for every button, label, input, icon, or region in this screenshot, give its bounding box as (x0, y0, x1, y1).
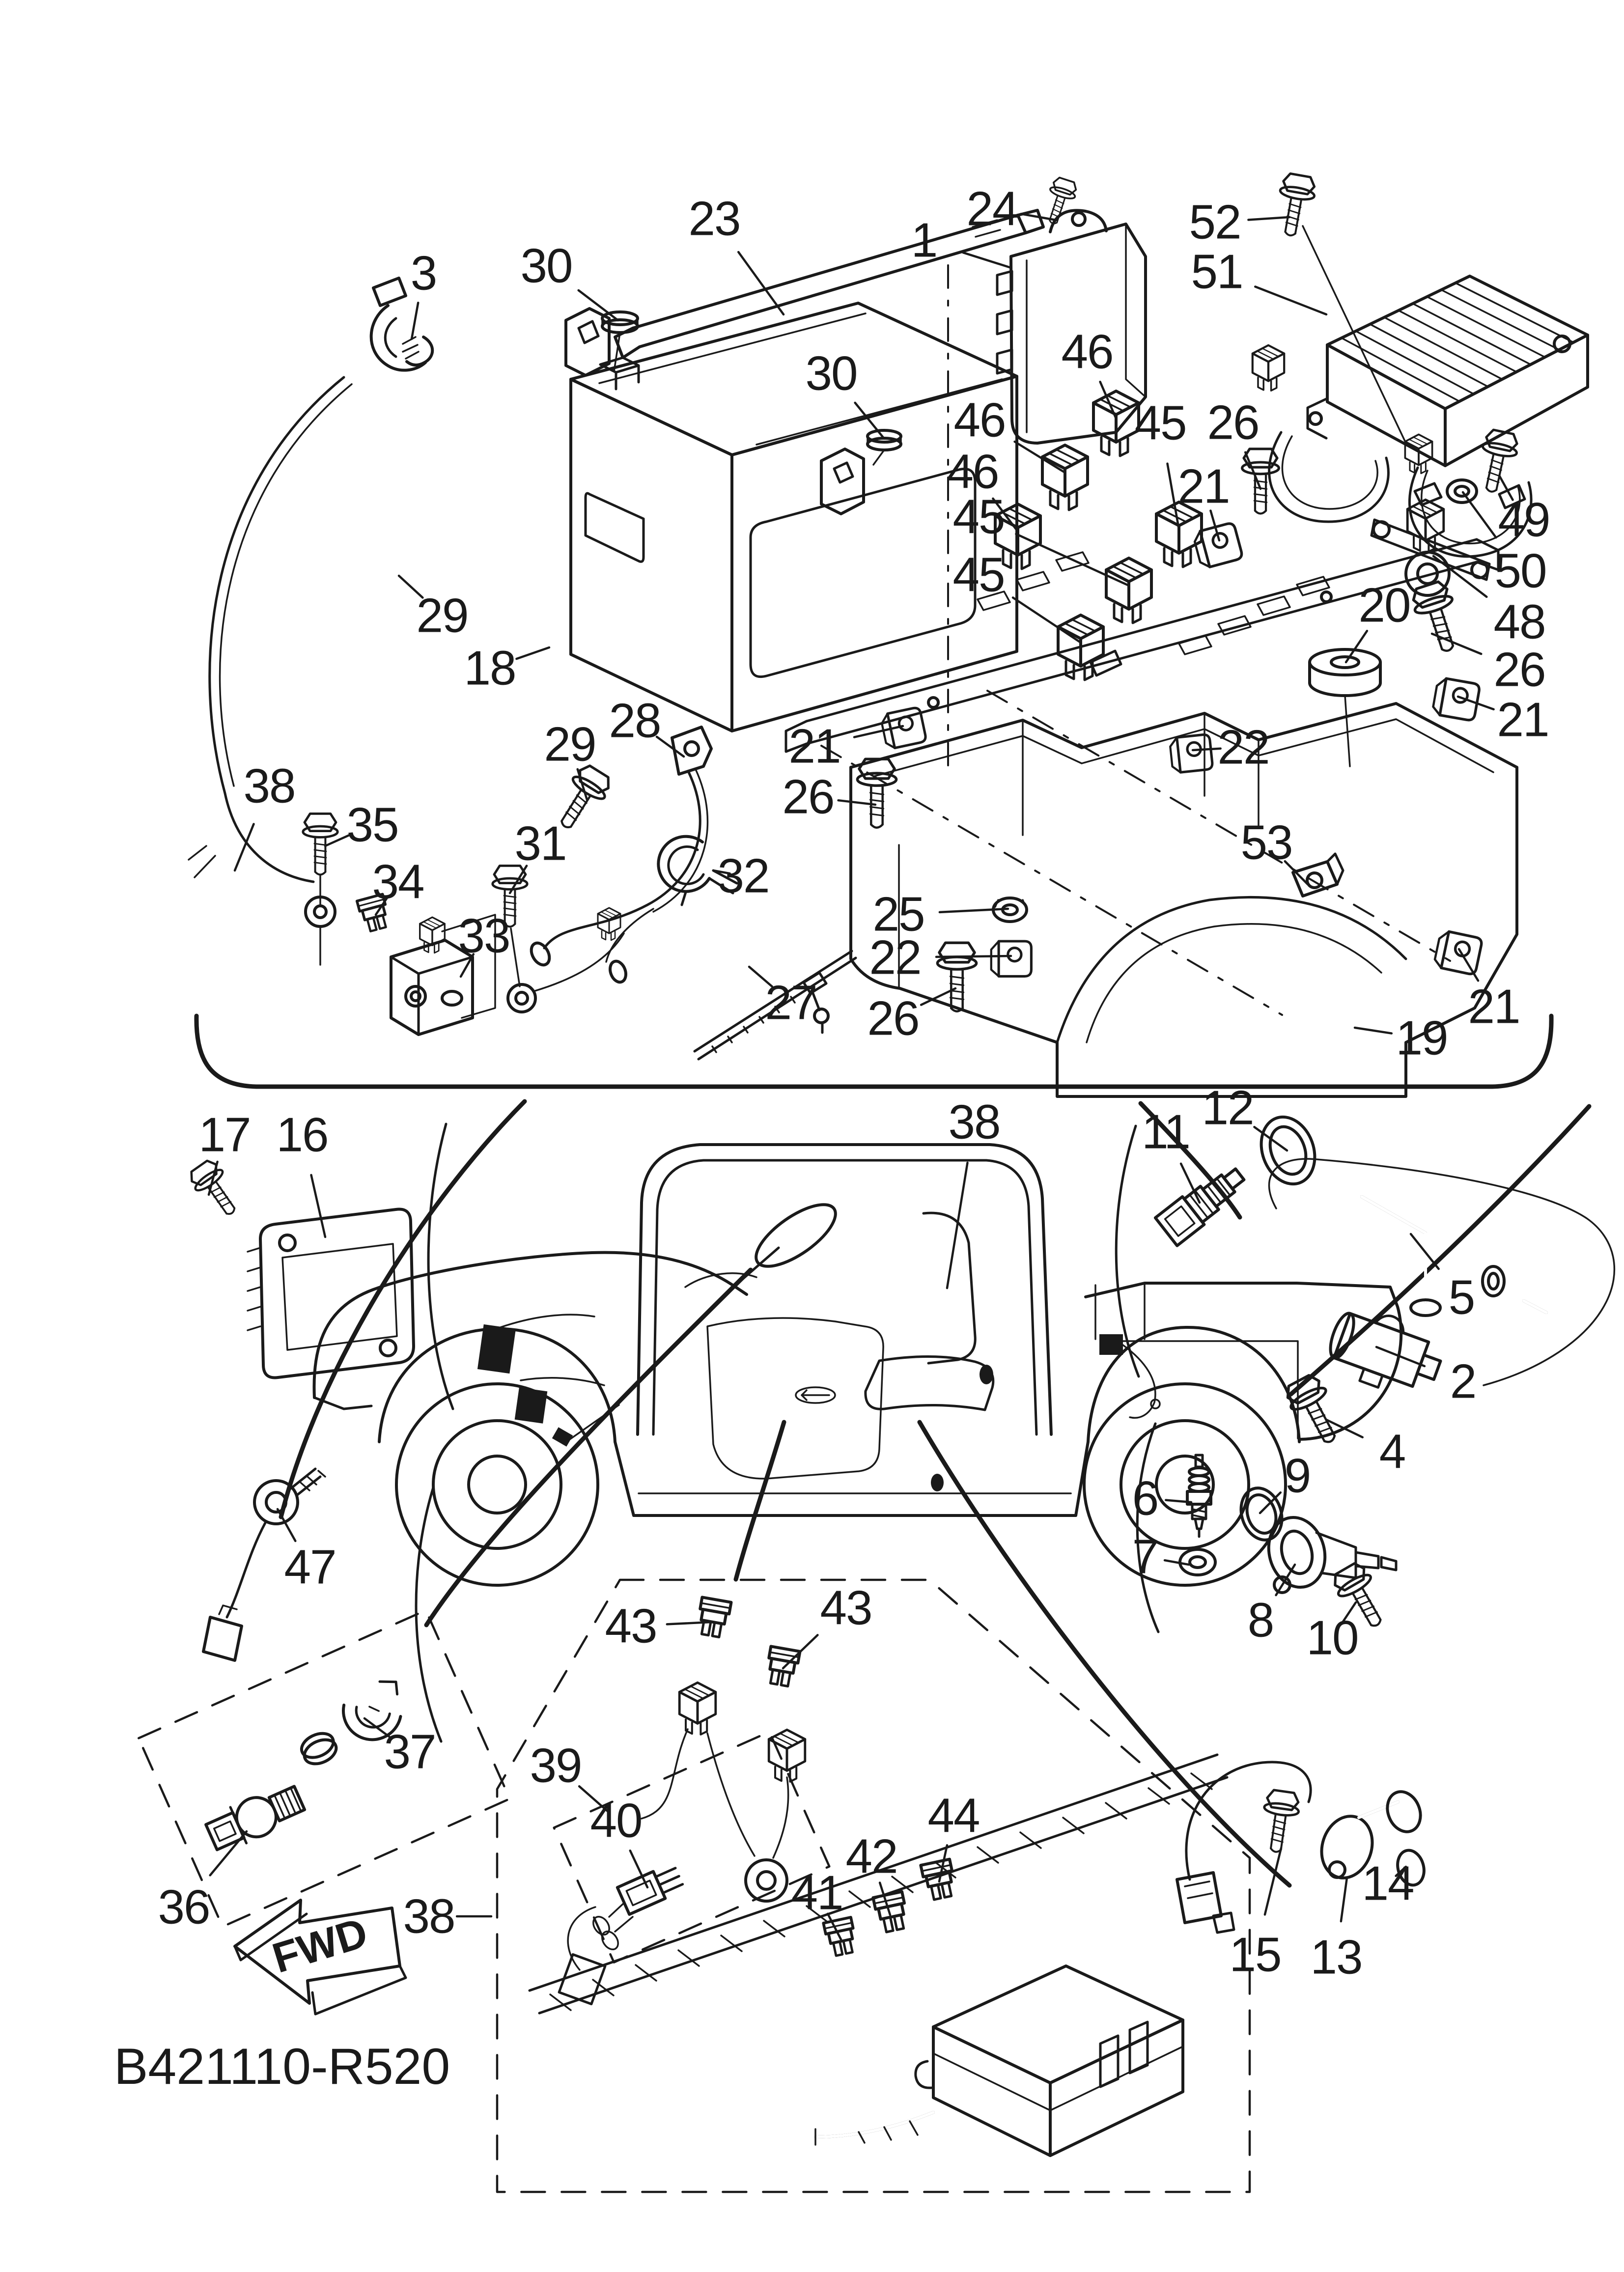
leader-35-27 (324, 833, 353, 847)
leader-40-61 (629, 1849, 649, 1889)
harness-box-group (528, 1597, 1229, 2157)
leader-10-55 (1342, 1601, 1357, 1623)
battery-assembly (564, 209, 1045, 732)
leader-33-31 (459, 953, 475, 978)
leader-15-66 (1263, 1847, 1283, 1916)
leader-22-35 (935, 954, 1012, 958)
leader-46-7 (1099, 380, 1118, 420)
leader-45-15 (1011, 596, 1082, 644)
leader-11-46 (1179, 1162, 1201, 1204)
leader-14-68 (1395, 1865, 1407, 1877)
leader-12-45 (1253, 1125, 1288, 1152)
leader-45-10 (1166, 462, 1180, 531)
leader-38-44 (946, 1161, 969, 1290)
leader-39-60 (578, 1785, 610, 1813)
leader-21-21 (1456, 695, 1495, 711)
leader-43-58 (666, 1621, 713, 1626)
leader-50-17 (1461, 491, 1497, 539)
leader-28-24 (655, 735, 685, 758)
leader-6-51 (1165, 1499, 1193, 1504)
battery-cables-group (493, 726, 857, 1061)
leader-4-49 (1325, 1418, 1364, 1438)
leader-48-18 (1432, 555, 1488, 598)
leader-3-0 (410, 302, 420, 340)
leader-43-59 (782, 1634, 819, 1670)
leader-8-54 (1275, 1563, 1296, 1597)
leader-21-40 (1457, 948, 1480, 982)
vehicle-illustration (312, 1143, 1403, 1587)
leader-26-11 (1244, 451, 1262, 490)
leader-21-32 (853, 725, 904, 738)
section-separators (194, 264, 1592, 1888)
controller-unit-51 (1253, 172, 1589, 558)
leader-51-6 (1254, 285, 1328, 316)
rectifier-group (186, 1157, 415, 1662)
leader-5-47 (1409, 1233, 1440, 1270)
leader-36-57 (209, 1830, 248, 1877)
leader-32-30 (712, 869, 731, 875)
part-code: B421110-R520 (114, 2038, 450, 2095)
leader-44-63 (938, 1844, 949, 1883)
battery-tray-assembly (784, 428, 1520, 1098)
dashed-boxes (138, 1578, 1251, 2193)
callout-leader-lines (207, 213, 1514, 1941)
relay-cluster (995, 391, 1279, 680)
spark-plug-group (1178, 1454, 1398, 1634)
leader-53-39 (1284, 860, 1309, 886)
ecu-unit-1 (996, 175, 1147, 445)
ignition-group (1153, 1115, 1616, 1450)
clip-and-ground-wire-group (188, 277, 496, 1036)
leader-24-4 (1020, 213, 1058, 222)
leader-17-42 (207, 1160, 219, 1196)
oil-switch-group (204, 1680, 402, 1851)
leader-34-29 (374, 895, 389, 916)
leader-30-8 (854, 401, 886, 440)
leader-46-12 (992, 497, 1019, 533)
leader-21-13 (1209, 509, 1221, 542)
leader-18-23 (515, 646, 551, 660)
leader-9-53 (1259, 1491, 1282, 1515)
leader-49-16 (1498, 474, 1514, 501)
leader-31-28 (508, 865, 528, 895)
leader-2-48 (1375, 1346, 1426, 1368)
leader-16-43 (310, 1174, 327, 1238)
leader-45-14 (1015, 533, 1130, 587)
leader-26-37 (920, 987, 957, 1006)
leader-42-64 (878, 1881, 892, 1916)
leader-27-36 (748, 965, 773, 988)
leader-26-33 (837, 799, 877, 806)
leader-25-34 (938, 907, 1009, 914)
leader-7-52 (1163, 1559, 1190, 1566)
leader-26-20 (1430, 632, 1483, 655)
fwd-arrow: FWD (233, 1899, 407, 2016)
leader-13-67 (1340, 1876, 1348, 1923)
leader-1-3 (962, 251, 1012, 269)
leader-41-65 (826, 1912, 842, 1941)
leader-20-19 (1344, 629, 1369, 664)
leader-22-38 (1191, 747, 1222, 752)
crank-sensor-group (1176, 1761, 1426, 1934)
leader-37-56 (363, 1717, 391, 1738)
leader-46-9 (1013, 440, 1066, 474)
leader-29-22 (397, 574, 424, 599)
leader-29-25 (576, 768, 588, 801)
leader-19-41 (1353, 1026, 1393, 1035)
leader-47-50 (276, 1508, 297, 1543)
leader-23-2 (737, 251, 785, 316)
leader-52-5 (1247, 216, 1291, 221)
leader-30-1 (577, 289, 619, 322)
leader-38-26 (233, 823, 255, 872)
